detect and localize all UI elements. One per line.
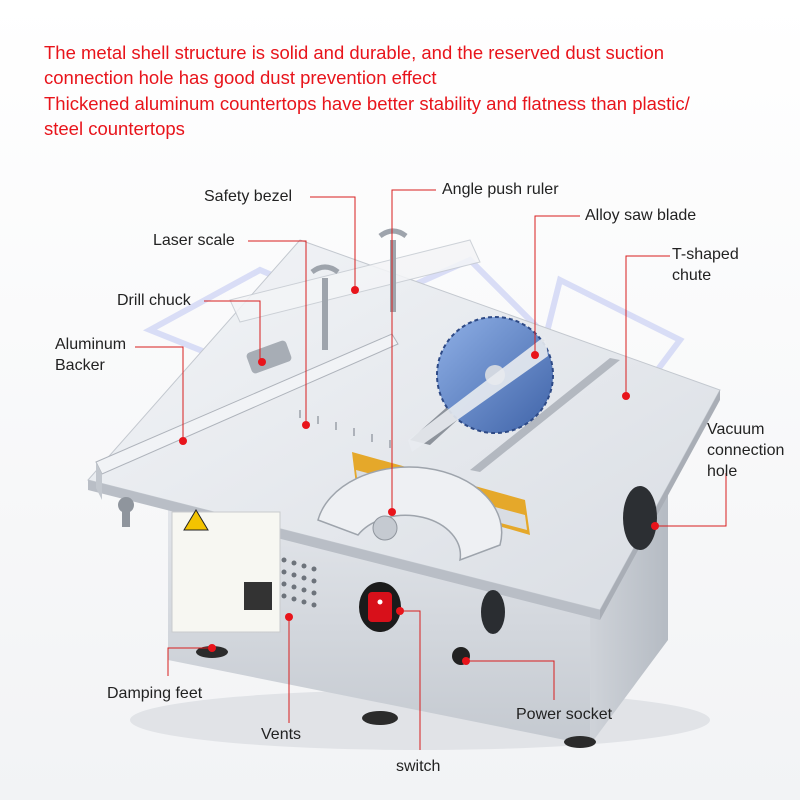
bezel-screw-left <box>322 278 328 350</box>
label-chute: chute <box>672 267 712 284</box>
label-aluminum: Aluminum <box>55 336 127 353</box>
warning-label <box>171 509 281 633</box>
leader-safety-bezel <box>310 196 356 290</box>
leader-power-socket <box>466 660 555 700</box>
label-t-shaped: T-shaped <box>672 246 739 263</box>
leader-vacuum-hole <box>655 473 727 527</box>
vacuum-hole <box>623 486 657 550</box>
label-damping-feet: Damping feet <box>107 685 203 702</box>
wing-nut-right-icon <box>378 228 408 239</box>
laser-scale <box>299 410 391 448</box>
label-connection: connection <box>707 442 785 459</box>
vent-grid <box>281 557 317 608</box>
leader-t-shaped-chute <box>625 255 670 396</box>
label-angle-push-ruler: Angle push ruler <box>442 181 559 198</box>
qr-code <box>244 582 272 610</box>
headline-line-2: connection hole has good dust prevention… <box>44 67 437 88</box>
leader-laser-scale <box>248 240 307 425</box>
leader-angle-push-ruler <box>391 189 436 512</box>
label-vacuum: Vacuum <box>707 421 765 438</box>
damping-foot-center <box>362 711 398 725</box>
leader-drill-chuck <box>204 300 261 362</box>
bezel-screw-right <box>390 240 396 312</box>
leader-switch <box>400 610 421 750</box>
label-alloy-saw-blade: Alloy saw blade <box>585 207 697 224</box>
label-drill-chuck: Drill chuck <box>117 292 191 309</box>
side-slot <box>481 590 505 634</box>
leader-alloy-saw-blade <box>534 215 580 355</box>
headline-line-4: steel countertops <box>44 118 185 139</box>
blade-cover <box>408 336 548 452</box>
leader-lines <box>135 189 727 750</box>
label-power-socket: Power socket <box>516 706 613 723</box>
label-laser-scale: Laser scale <box>153 232 235 249</box>
backer-knob-stem <box>122 505 130 527</box>
headline-line-3: Thickened aluminum countertops have bett… <box>44 93 690 114</box>
angle-protractor <box>317 466 503 562</box>
drill-chuck <box>246 340 292 374</box>
label-vents: Vents <box>261 726 302 743</box>
leader-damping-feet <box>167 647 212 676</box>
table-top-side-edge <box>600 390 720 620</box>
label-safety-bezel: Safety bezel <box>204 188 293 205</box>
wing-nut-left-icon <box>310 264 340 275</box>
headline-line-1: The metal shell structure is solid and d… <box>44 42 665 63</box>
label-backer: Backer <box>55 357 105 374</box>
leader-aluminum-backer <box>135 346 184 441</box>
power-switch <box>359 582 401 632</box>
label-hole: hole <box>707 463 738 480</box>
damping-foot-right <box>564 736 596 748</box>
leader-dots <box>179 286 659 665</box>
label-switch: switch <box>396 758 441 775</box>
backer-end <box>96 462 102 500</box>
t-chute <box>470 358 620 472</box>
